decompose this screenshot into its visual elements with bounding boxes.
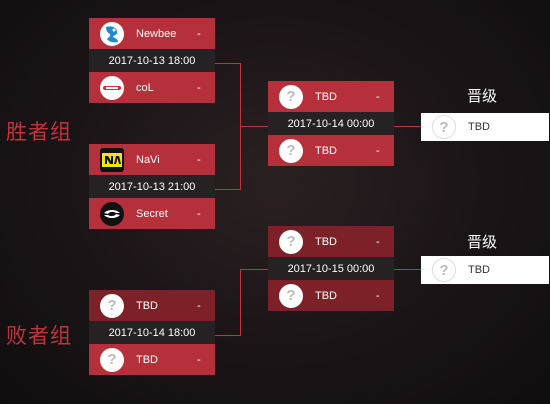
team-name: TBD [136,299,158,312]
losers-bracket-label: 败者组 [6,324,72,348]
unknown-team-icon: ? [432,115,456,139]
team-row[interactable]: Newbee - [89,18,215,49]
match-date: 2017-10-14 18:00 [89,321,215,344]
winners-bracket-label: 胜者组 [6,120,72,144]
team-name: TBD [315,235,337,248]
unknown-team-icon: ? [432,258,456,282]
team-name: TBD [315,90,337,103]
team-row[interactable]: ? TBD - [268,135,394,166]
team-score: - [197,27,201,40]
advance-label-upper: 晋级 [467,87,498,105]
team-row[interactable]: coL - [89,72,215,103]
team-name: TBD [468,264,490,276]
unknown-team-icon: ? [279,283,303,308]
advance-slot-lower[interactable]: ? TBD [421,256,549,284]
team-name: TBD [315,144,337,157]
connector-line [394,269,421,270]
team-score: - [376,90,380,103]
team-score: - [197,207,201,220]
team-name: Secret [136,207,168,220]
team-row[interactable]: ? TBD - [89,344,215,375]
match-date: 2017-10-13 18:00 [89,49,215,72]
match-date: 2017-10-15 00:00 [268,257,394,280]
navi-logo-icon [100,147,124,172]
secret-logo-icon [100,201,124,226]
team-row[interactable]: ? TBD - [268,280,394,311]
advance-slot-upper[interactable]: ? TBD [421,113,549,141]
team-row[interactable]: ? TBD - [89,290,215,321]
team-name: Newbee [136,27,177,40]
team-name: TBD [136,353,158,366]
team-score: - [197,81,201,94]
unknown-team-icon: ? [279,138,303,163]
match-card-navi-secret[interactable]: NaVi - 2017-10-13 21:00 Secret - [89,144,215,229]
advance-label-lower: 晋级 [467,233,498,251]
connector-line [215,189,240,190]
team-score: - [197,353,201,366]
team-row[interactable]: ? TBD - [268,81,394,112]
team-score: - [376,144,380,157]
team-name: TBD [468,121,490,133]
connector-line [215,335,240,336]
match-card-losers-round2[interactable]: ? TBD - 2017-10-15 00:00 ? TBD - [268,226,394,311]
connector-line [240,269,268,270]
match-date: 2017-10-13 21:00 [89,175,215,198]
unknown-team-icon: ? [279,84,303,109]
team-row[interactable]: NaVi - [89,144,215,175]
connector-line [215,63,240,64]
connector-line [394,126,421,127]
team-score: - [376,289,380,302]
team-name: NaVi [136,153,160,166]
team-score: - [197,299,201,312]
team-name: coL [136,81,154,94]
team-score: - [197,153,201,166]
col-logo-icon [100,75,124,100]
team-row[interactable]: ? TBD - [268,226,394,257]
match-card-newbee-col[interactable]: Newbee - 2017-10-13 18:00 coL - [89,18,215,103]
team-row[interactable]: Secret - [89,198,215,229]
team-score: - [376,235,380,248]
newbee-logo-icon [100,21,124,46]
unknown-team-icon: ? [100,347,124,372]
connector-line [240,269,241,336]
unknown-team-icon: ? [279,229,303,254]
match-card-winners-final[interactable]: ? TBD - 2017-10-14 00:00 ? TBD - [268,81,394,166]
connector-line [240,126,268,127]
team-name: TBD [315,289,337,302]
unknown-team-icon: ? [100,293,124,318]
match-date: 2017-10-14 00:00 [268,112,394,135]
match-card-losers-round1[interactable]: ? TBD - 2017-10-14 18:00 ? TBD - [89,290,215,375]
